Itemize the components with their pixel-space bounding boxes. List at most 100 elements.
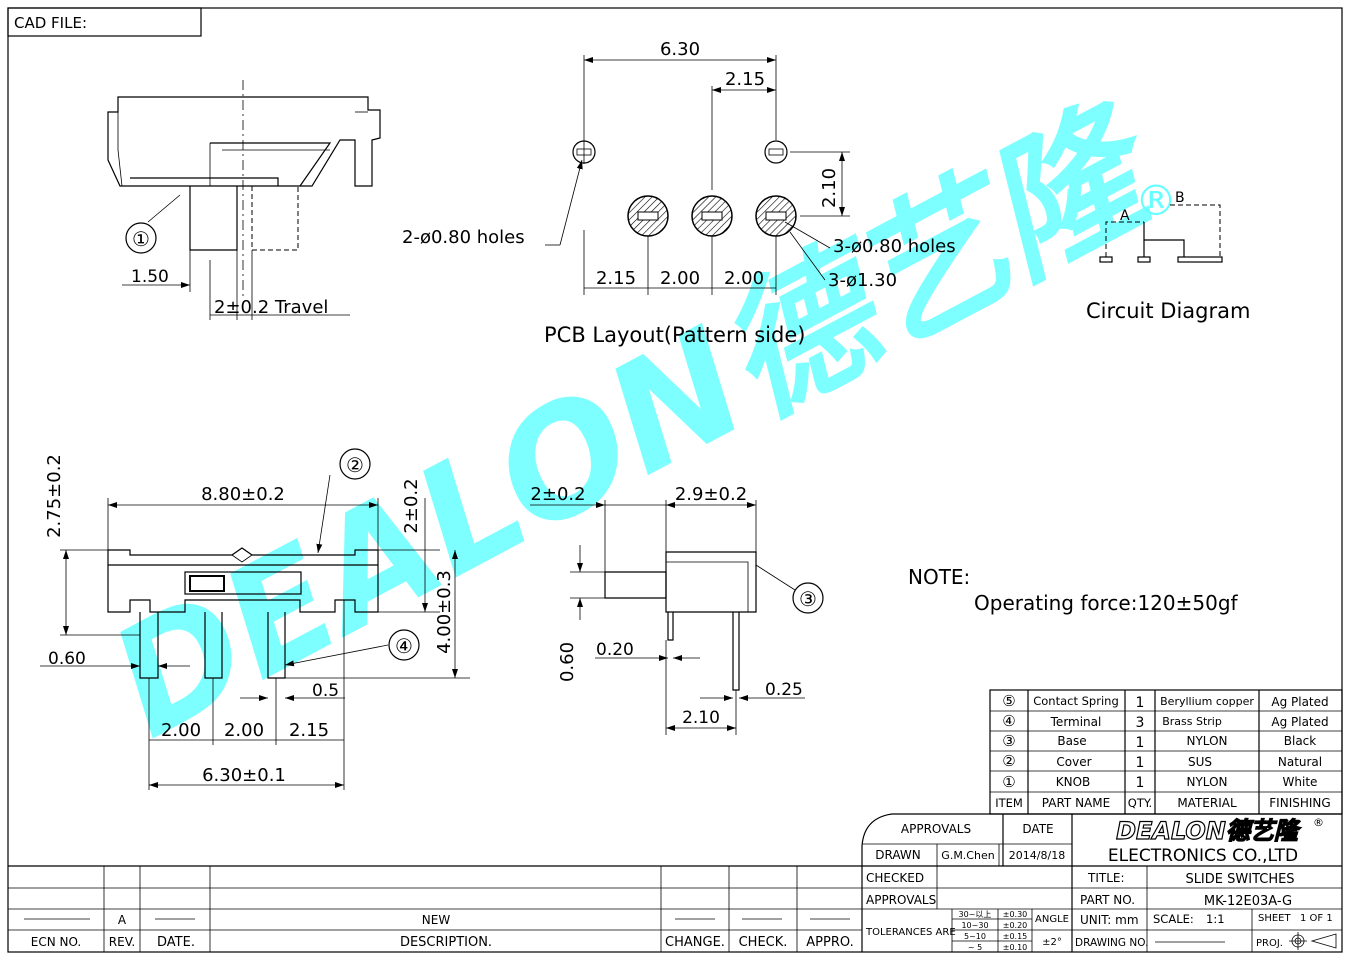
bom-finish: Ag Plated bbox=[1271, 695, 1328, 709]
tb-drawing-no: DRAWING NO. bbox=[1075, 937, 1148, 949]
circuit-diagram: A B Circuit Diagram bbox=[1086, 190, 1250, 323]
bom-qty: 3 bbox=[1136, 715, 1145, 731]
bom-row: ⑤ Contact Spring 1 Beryllium copper Ag P… bbox=[1002, 692, 1328, 711]
bom-finish: Black bbox=[1284, 734, 1317, 748]
tb-unit: UNIT: mm bbox=[1080, 913, 1139, 927]
rev-header-ecn: ECN NO. bbox=[31, 935, 82, 949]
bom-finish: Natural bbox=[1278, 755, 1322, 769]
tb-checked: CHECKED bbox=[866, 871, 924, 885]
dim-front-span: 6.30±0.1 bbox=[202, 765, 286, 786]
dim-front-pin: 0.60 bbox=[48, 649, 86, 669]
bom-qty: 1 bbox=[1136, 775, 1145, 791]
circuit-title: Circuit Diagram bbox=[1086, 299, 1250, 323]
dim-pcb-total: 6.30 bbox=[660, 39, 700, 60]
tb-title-label: TITLE: bbox=[1087, 871, 1125, 885]
dim-front-pin-gap: 0.5 bbox=[312, 681, 339, 701]
pcb-layout: 6.30 2.15 2.10 2.15 2.00 2.00 bbox=[402, 39, 956, 347]
rev-header-date: DATE. bbox=[157, 935, 195, 950]
label-small-holes: 2-ø0.80 holes bbox=[402, 227, 525, 248]
dim-front-width: 8.80±0.2 bbox=[201, 484, 285, 505]
rev-header-description: DESCRIPTION. bbox=[400, 935, 492, 950]
dim-end-t1: 0.20 bbox=[596, 640, 634, 660]
company-logo: DEALON德艺隆 ® bbox=[1115, 816, 1324, 846]
dim-front-height-total: 4.00±0.3 bbox=[434, 570, 455, 654]
bom-row: ② Cover 1 SUS Natural bbox=[1002, 752, 1322, 771]
dim-end-t3: 2.10 bbox=[682, 708, 720, 728]
rev-header-rev: REV. bbox=[109, 935, 135, 949]
rev-header-check: CHECK. bbox=[739, 935, 788, 950]
bom-item: ④ bbox=[1002, 712, 1015, 730]
cad-file-label: CAD FILE: bbox=[14, 14, 87, 32]
bom-finish: White bbox=[1283, 775, 1318, 789]
bom-item: ⑤ bbox=[1002, 692, 1015, 710]
bom-material: SUS bbox=[1188, 755, 1212, 769]
bom-item: ② bbox=[1002, 752, 1015, 770]
company-logo-text: DEALON德艺隆 bbox=[1116, 817, 1302, 845]
bom-row: ④ Terminal 3 Brass Strip Ag Plated bbox=[1002, 712, 1328, 731]
marker-knob: ① bbox=[132, 227, 150, 251]
tb-approvals: APPROVALS bbox=[901, 822, 971, 836]
tb-part-no-value: MK-12E03A-G bbox=[1204, 894, 1292, 909]
rev-header-appro: APPRO. bbox=[806, 935, 853, 950]
pcb-pad-3 bbox=[755, 195, 797, 237]
bom-name: Base bbox=[1057, 734, 1086, 748]
bom-item: ③ bbox=[1002, 732, 1015, 750]
label-terminal-holes: 3-ø0.80 holes bbox=[833, 236, 956, 257]
end-view: 2±0.2 2.9±0.2 0.60 0.20 0.25 2.10 ③ bbox=[530, 484, 824, 735]
tb-date: DATE bbox=[1022, 822, 1053, 836]
tb-tol-range: 30~以上 bbox=[959, 910, 992, 919]
dim-end-knob-h: 0.60 bbox=[557, 642, 578, 682]
dim-pcb-height: 2.10 bbox=[819, 168, 840, 208]
tb-sheet-value: 1 OF 1 bbox=[1300, 913, 1333, 924]
bom-qty: 1 bbox=[1136, 695, 1145, 711]
dim-end-knob: 2±0.2 bbox=[530, 484, 585, 505]
rev-description-value: NEW bbox=[422, 913, 451, 927]
bom-header: ITEM PART NAME QTY. MATERIAL FINISHING bbox=[995, 796, 1331, 810]
dim-front-pitch-3: 2.15 bbox=[289, 720, 329, 741]
bom-material: Brass Strip bbox=[1162, 715, 1222, 728]
front-view: 8.80±0.2 2.75±0.2 2±0.2 4.00±0.3 ② ④ 0.6… bbox=[40, 448, 470, 790]
tb-title-value: SLIDE SWITCHES bbox=[1185, 872, 1294, 887]
bom-header-item: ITEM bbox=[995, 796, 1023, 810]
title-block: APPROVALS DATE DRAWN G.M.Chen 2014/8/18 … bbox=[861, 813, 1342, 952]
projection-symbol-icon bbox=[1289, 932, 1337, 950]
dim-travel: 2±0.2 Travel bbox=[214, 297, 328, 318]
bom-qty: 1 bbox=[1136, 755, 1145, 771]
bom-name: Contact Spring bbox=[1033, 694, 1119, 708]
tb-drawn-date: 2014/8/18 bbox=[1009, 849, 1065, 862]
tb-proj: PROJ. bbox=[1256, 938, 1283, 949]
pin-b: B bbox=[1175, 190, 1185, 206]
tb-tol-value: ±0.10 bbox=[1003, 943, 1028, 952]
bom-material: NYLON bbox=[1187, 775, 1228, 789]
pcb-pad-2 bbox=[691, 195, 733, 237]
tb-tol-range: ~ 5 bbox=[968, 943, 982, 952]
marker-base: ③ bbox=[799, 587, 817, 611]
tb-scale-label: SCALE: bbox=[1153, 912, 1194, 926]
company-logo-mark: ® bbox=[1313, 816, 1324, 829]
tb-tolerances: TOLERANCES ARE bbox=[865, 927, 956, 938]
label-pads: 3-ø1.30 bbox=[828, 270, 897, 291]
dim-front-pitch-2: 2.00 bbox=[224, 720, 264, 741]
tb-tol-range: 5~10 bbox=[964, 932, 986, 941]
tb-tol-value: ±0.30 bbox=[1003, 910, 1028, 919]
tb-angle-value: ±2° bbox=[1042, 937, 1062, 948]
tb-drawn-by: G.M.Chen bbox=[941, 849, 994, 862]
bom-table: ⑤ Contact Spring 1 Beryllium copper Ag P… bbox=[989, 689, 1343, 815]
company-name: ELECTRONICS CO.,LTD bbox=[1108, 846, 1298, 866]
rev-value: A bbox=[118, 913, 127, 927]
dim-end-t2: 0.25 bbox=[765, 680, 803, 700]
sheet-border bbox=[7, 7, 1343, 953]
bom-header-finish: FINISHING bbox=[1269, 796, 1330, 810]
watermark: DEALON德艺隆 ® bbox=[85, 75, 1188, 772]
bom-name: Cover bbox=[1056, 755, 1091, 769]
bom-qty: 1 bbox=[1136, 735, 1145, 751]
tb-sheet: SHEET bbox=[1258, 913, 1292, 924]
bom-material: NYLON bbox=[1187, 734, 1228, 748]
watermark-text: DEALON德艺隆 bbox=[85, 75, 1188, 772]
dim-front-pitch-1: 2.00 bbox=[161, 720, 201, 741]
bom-row: ③ Base 1 NYLON Black bbox=[1002, 732, 1316, 751]
bom-row: ① KNOB 1 NYLON White bbox=[1002, 773, 1317, 791]
tb-tol-range: 10~30 bbox=[961, 921, 988, 930]
bom-finish: Ag Plated bbox=[1271, 715, 1328, 729]
